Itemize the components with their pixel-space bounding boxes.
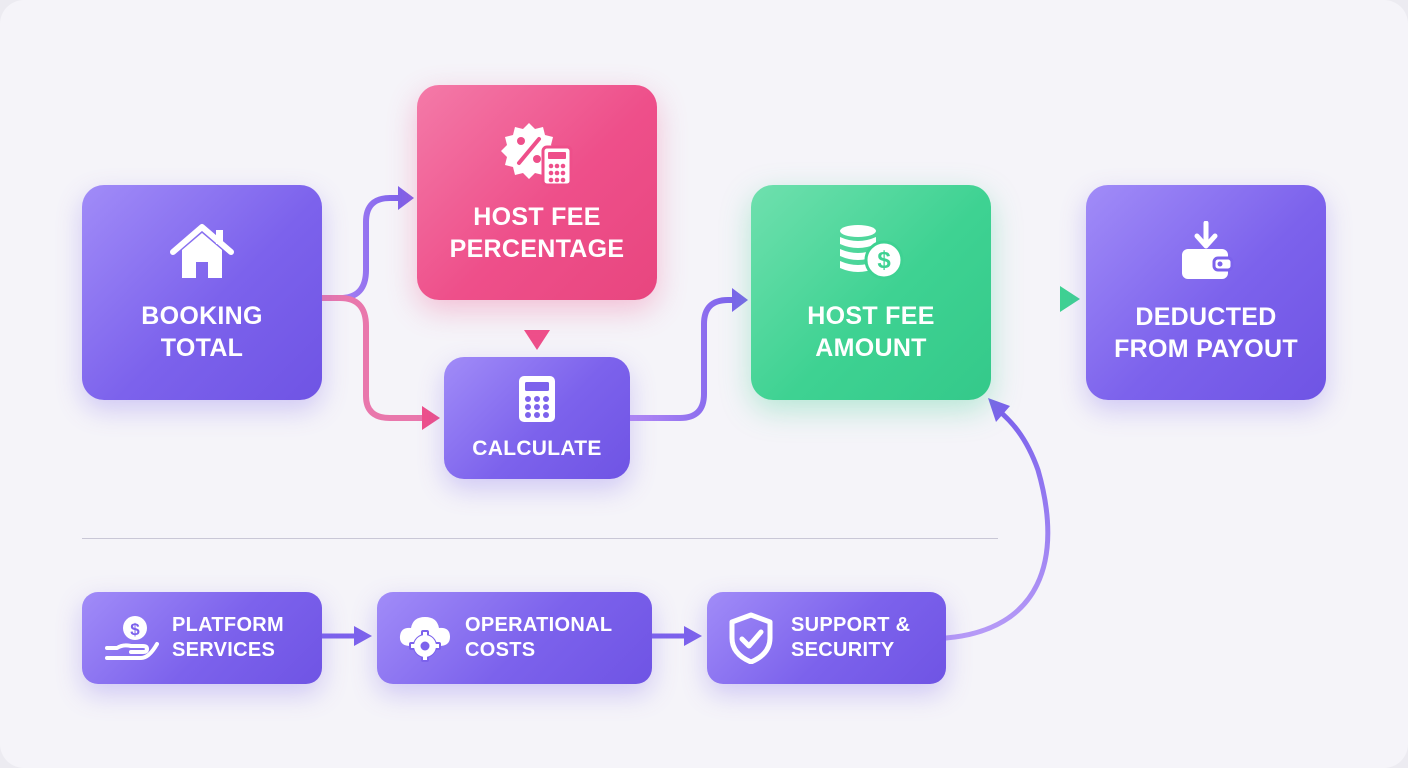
booking-total-line2: TOTAL <box>160 333 244 362</box>
hand-dollar-icon: $ <box>104 614 160 662</box>
operational-costs-node: OPERATIONAL COSTS <box>377 592 652 684</box>
booking-total-node: BOOKING TOTAL <box>82 185 322 400</box>
arrowhead-payout <box>1060 286 1080 312</box>
coins-dollar-icon: $ <box>836 222 906 282</box>
arrowhead-percentage <box>398 186 414 210</box>
shield-check-icon <box>723 612 779 664</box>
booking-total-line1: BOOKING <box>141 301 263 330</box>
arrowhead-operational <box>354 626 372 646</box>
svg-text:$: $ <box>130 620 140 639</box>
host-fee-percentage-node: HOST FEE PERCENTAGE <box>417 85 657 300</box>
arrow-support-to-amount <box>943 407 1051 641</box>
host-fee-percentage-line2: PERCENTAGE <box>449 234 625 263</box>
platform-services-line1: PLATFORM <box>172 614 285 636</box>
operational-costs-label: OPERATIONAL COSTS <box>465 613 612 663</box>
arrowhead-calculate <box>422 406 440 430</box>
host-fee-amount-line2: AMOUNT <box>815 333 927 362</box>
section-divider <box>82 538 998 539</box>
arrowhead-amount <box>732 288 748 312</box>
platform-services-line2: SERVICES <box>172 639 276 661</box>
calculator-icon <box>517 374 557 424</box>
host-fee-amount-line1: HOST FEE <box>807 301 935 330</box>
operational-costs-line1: OPERATIONAL <box>465 614 613 636</box>
arrowhead-calculate-top <box>524 330 550 350</box>
support-security-line2: SECURITY <box>791 639 895 661</box>
arrow-booking-to-calculate <box>319 295 427 421</box>
deducted-from-payout-line2: FROM PAYOUT <box>1114 334 1298 363</box>
deducted-from-payout-line1: DEDUCTED <box>1135 302 1277 331</box>
cloud-gear-icon <box>397 614 453 662</box>
calculate-node: CALCULATE <box>444 357 630 479</box>
house-icon <box>169 222 235 282</box>
host-fee-amount-node: $ HOST FEE AMOUNT <box>751 185 991 400</box>
support-security-node: SUPPORT & SECURITY <box>707 592 946 684</box>
operational-costs-line2: COSTS <box>465 639 536 661</box>
percent-badge-calculator-icon <box>499 121 575 187</box>
deducted-from-payout-node: DEDUCTED FROM PAYOUT <box>1086 185 1326 400</box>
support-security-label: SUPPORT & SECURITY <box>791 613 910 663</box>
calculate-label: CALCULATE <box>472 437 602 460</box>
arrowhead-support <box>684 626 702 646</box>
host-fee-percentage-line1: HOST FEE <box>473 202 601 231</box>
arrow-booking-to-percentage <box>319 195 403 301</box>
arrowhead-amount-bottom <box>988 398 1010 422</box>
wallet-download-icon <box>1178 220 1234 283</box>
platform-services-node: $ PLATFORM SERVICES <box>82 592 322 684</box>
svg-text:$: $ <box>877 247 891 274</box>
platform-services-label: PLATFORM SERVICES <box>172 613 284 663</box>
support-security-line1: SUPPORT & <box>791 614 911 636</box>
arrow-calculate-to-amount <box>627 297 737 421</box>
